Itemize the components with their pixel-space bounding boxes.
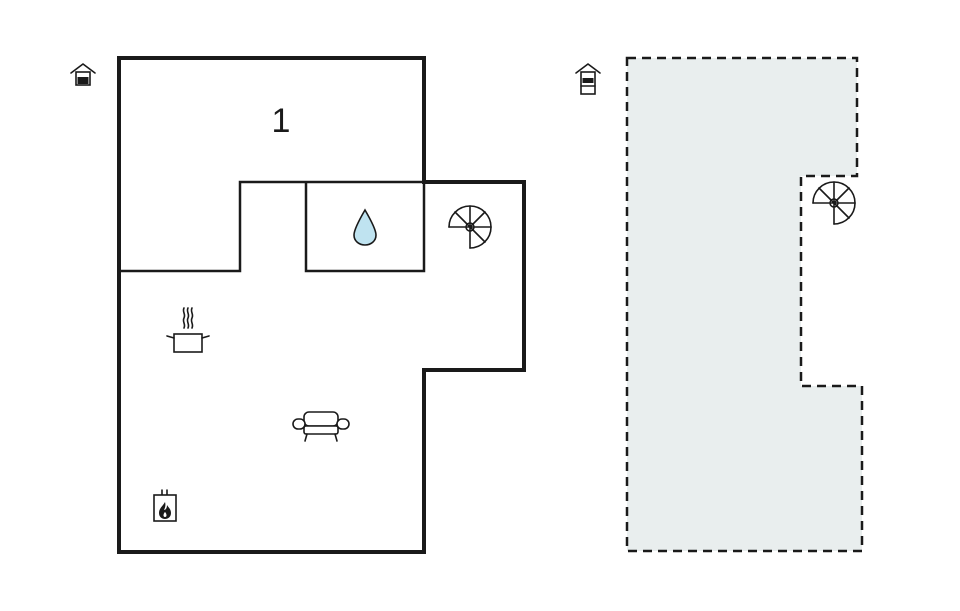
sofa-icon bbox=[292, 411, 350, 442]
house-upper-level-icon bbox=[575, 63, 601, 95]
fireplace-icon bbox=[153, 489, 177, 522]
upper-floor-plan bbox=[575, 56, 864, 553]
outer-wall bbox=[117, 56, 526, 554]
kitchen-pot-icon bbox=[166, 307, 210, 353]
interior-wall-room-1 bbox=[119, 180, 424, 273]
spiral-staircase-icon bbox=[812, 181, 856, 225]
room-number-label: 1 bbox=[272, 102, 291, 140]
house-level-icon bbox=[70, 63, 96, 86]
upper-floor-outline bbox=[625, 56, 864, 553]
bathroom-water-drop-icon bbox=[353, 208, 377, 246]
spiral-staircase-icon bbox=[448, 205, 492, 249]
ground-floor-plan: 1 bbox=[70, 56, 526, 554]
interior-wall-bathroom bbox=[304, 182, 426, 273]
